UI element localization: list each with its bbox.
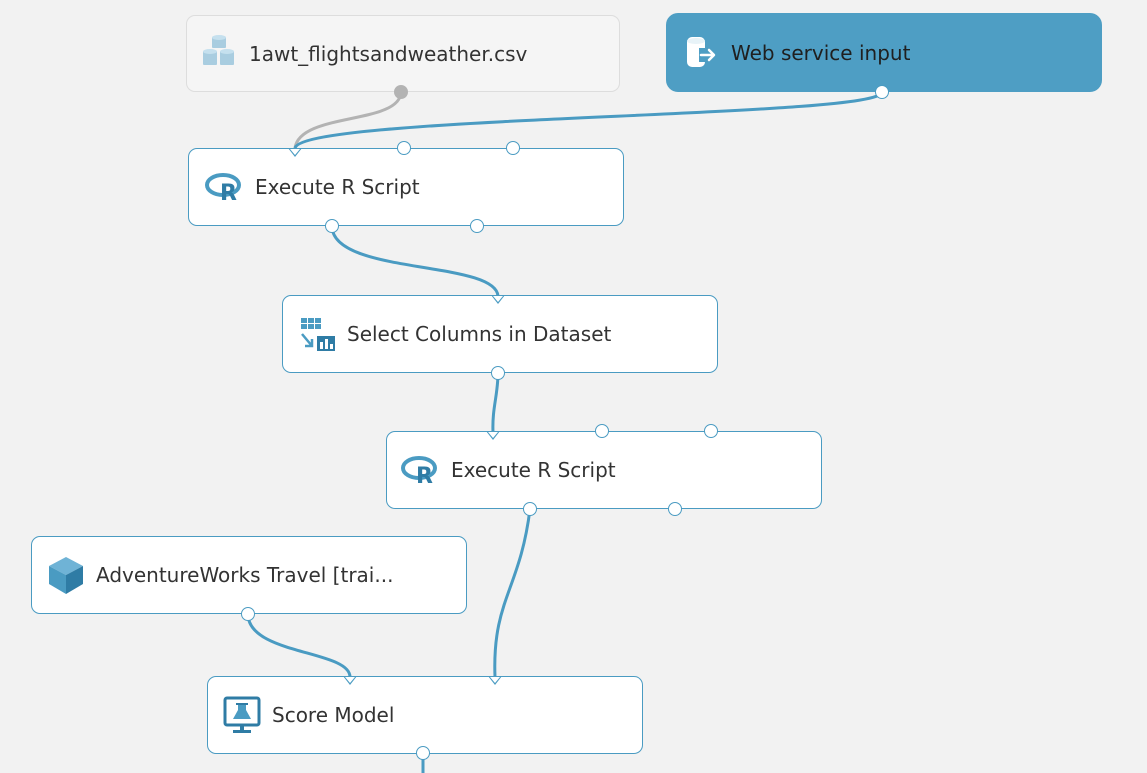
select-columns-icon: [295, 314, 339, 354]
r-script-1-input-port-1[interactable]: [288, 148, 302, 157]
trained-model-node[interactable]: AdventureWorks Travel [trai...: [31, 536, 467, 614]
web-service-input-node[interactable]: Web service input: [666, 13, 1102, 92]
execute-r-script-node-1[interactable]: R Execute R Script: [188, 148, 624, 226]
r-script-2-input-port-1[interactable]: [486, 431, 500, 440]
execute-r-script-node-2[interactable]: R Execute R Script: [386, 431, 822, 509]
svg-text:R: R: [416, 464, 433, 487]
r-script-2-input-port-2[interactable]: [595, 424, 609, 438]
execute-r-script-label-1: Execute R Script: [255, 175, 420, 199]
r-script-1-output-port-2[interactable]: [470, 219, 484, 233]
r-language-icon: R: [203, 167, 247, 207]
dataset-output-port[interactable]: [394, 85, 408, 99]
wire-select-to-rscript2: [491, 372, 500, 433]
r-script-2-output-port-1[interactable]: [523, 502, 537, 516]
trained-model-output-port[interactable]: [241, 607, 255, 621]
score-model-input-port-2[interactable]: [488, 676, 502, 685]
select-columns-input-port[interactable]: [491, 295, 505, 304]
dataset-label: 1awt_flightsandweather.csv: [249, 41, 528, 66]
trained-model-label: AdventureWorks Travel [trai...: [96, 563, 394, 587]
wire-rscript1-to-select: [330, 225, 500, 297]
wire-dataset-to-rscript1: [293, 91, 403, 149]
dataset-node[interactable]: 1awt_flightsandweather.csv: [186, 15, 620, 92]
r-script-1-input-port-2[interactable]: [397, 141, 411, 155]
wire-rscript2-to-score: [493, 508, 532, 678]
web-service-input-label: Web service input: [731, 40, 911, 65]
r-script-1-input-port-3[interactable]: [506, 141, 520, 155]
score-model-label: Score Model: [272, 703, 395, 727]
r-language-icon: R: [399, 450, 443, 490]
wire-webinput-to-rscript1: [293, 90, 884, 149]
score-model-output-port[interactable]: [416, 746, 430, 760]
score-model-input-port-1[interactable]: [343, 676, 357, 685]
score-monitor-icon: [220, 695, 264, 735]
database-stack-icon: [197, 34, 241, 74]
r-script-2-input-port-3[interactable]: [704, 424, 718, 438]
select-columns-label: Select Columns in Dataset: [347, 322, 612, 346]
web-service-input-icon: [679, 33, 723, 73]
execute-r-script-label-2: Execute R Script: [451, 458, 616, 482]
select-columns-output-port[interactable]: [491, 366, 505, 380]
wire-model-to-score: [246, 613, 352, 678]
score-model-node[interactable]: Score Model: [207, 676, 643, 754]
select-columns-node[interactable]: Select Columns in Dataset: [282, 295, 718, 373]
cube-icon: [44, 555, 88, 595]
svg-text:R: R: [220, 181, 237, 204]
web-service-output-port[interactable]: [875, 85, 889, 99]
r-script-1-output-port-1[interactable]: [325, 219, 339, 233]
r-script-2-output-port-2[interactable]: [668, 502, 682, 516]
